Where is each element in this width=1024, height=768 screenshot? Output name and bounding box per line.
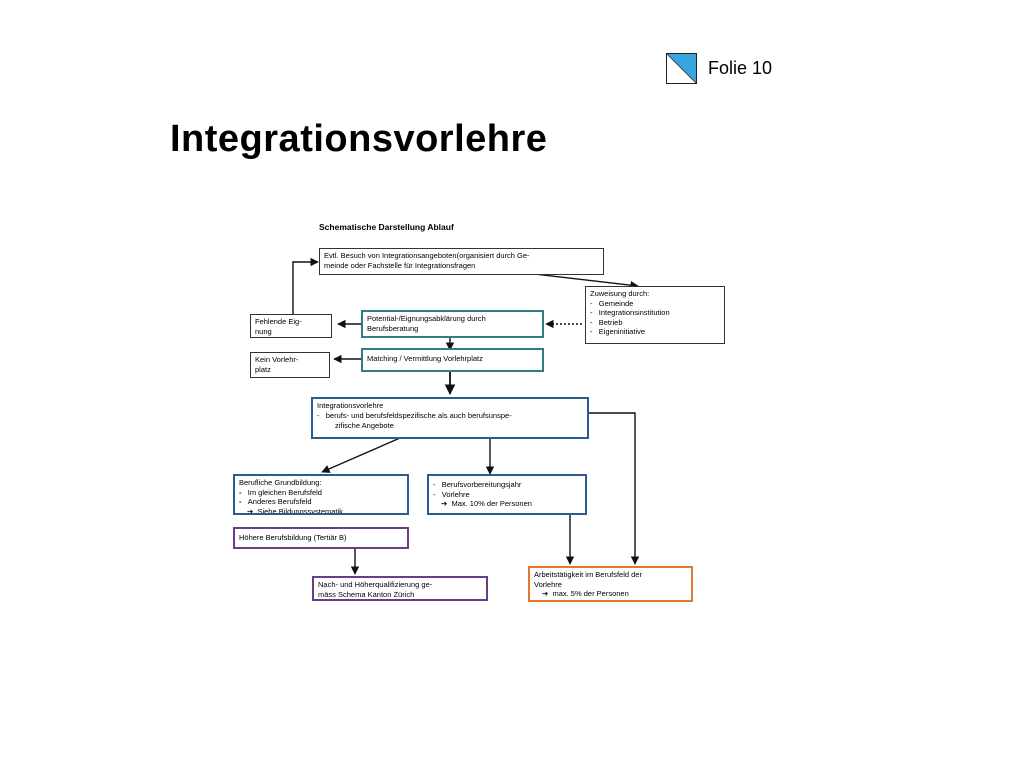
- box-arbeitstaetigkeit: Arbeitstätigkeit im Berufsfeld der Vorle…: [528, 566, 693, 602]
- list-item: - Vorlehre: [433, 489, 470, 499]
- list-item: - Im gleichen Berufsfeld: [239, 487, 322, 497]
- list-item: - Gemeinde: [590, 298, 634, 308]
- list-item: - Integrationsinstitution: [590, 308, 670, 317]
- right-arrow-icon: ➔: [542, 589, 549, 598]
- list-item: - Eigeninitiative: [590, 327, 646, 336]
- box-evtl-integrationsangebote: Evtl. Besuch von Integrationsangeboten(o…: [319, 248, 604, 275]
- right-arrow-icon: ➔: [441, 499, 448, 508]
- box-hoehere-berufsbildung: Höhere Berufsbildung (Tertiär B): [233, 527, 409, 549]
- list-item: - Betrieb: [590, 317, 623, 327]
- right-arrow-icon: ➔: [247, 506, 254, 515]
- box-fehlende-eignung: Fehlende Eig- nung: [250, 314, 332, 338]
- box-matching-vermittlung: Matching / Vermittlung Vorlehrplatz: [361, 348, 544, 372]
- list-item: - Anderes Berufsfeld: [239, 497, 312, 506]
- box-nach-hoeherqualifizierung: Nach- und Höherqualifizierung ge- mäss S…: [312, 576, 488, 601]
- box-integrationsvorlehre: Integrationsvorlehre - berufs- und beruf…: [311, 397, 589, 439]
- diagram-heading: Schematische Darstellung Ablauf: [319, 222, 454, 232]
- box-kein-vorlehrplatz: Kein Vorlehr- platz: [250, 352, 330, 378]
- slide-title: Integrationsvorlehre: [170, 118, 548, 160]
- box-berufsvorbereitung: - Berufsvorbereitungsjahr - Vorlehre ➔ M…: [427, 474, 587, 515]
- box-potential-eignungsabklaerung: Potential-/Eignungsabklärung durch Beruf…: [361, 310, 544, 338]
- canton-zurich-logo-icon: [666, 53, 697, 84]
- box-berufliche-grundbildung: Berufliche Grundbildung: - Im gleichen B…: [233, 474, 409, 515]
- box-zuweisung: Zuweisung durch: - Gemeinde - Integratio…: [585, 286, 725, 344]
- list-item: - Berufsvorbereitungsjahr: [433, 480, 522, 489]
- slide-number: Folie 10: [708, 58, 773, 78]
